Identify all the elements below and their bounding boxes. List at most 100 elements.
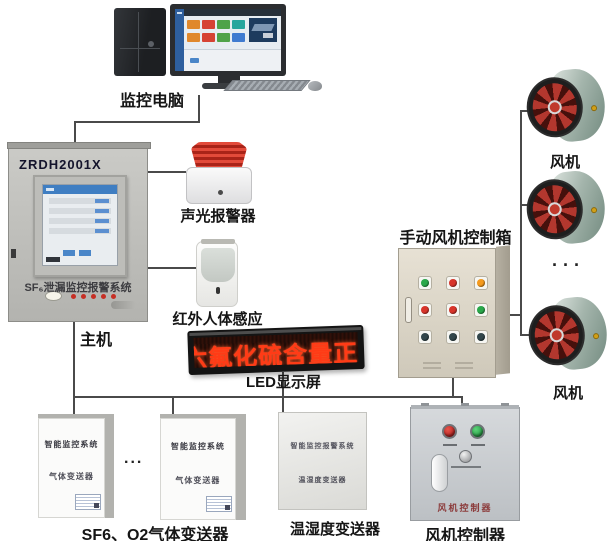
dashboard-sidebar [175,9,184,71]
indicator-light [418,303,432,317]
indicator-light [474,276,488,290]
indicator-light [446,303,460,317]
stop-button [442,424,457,439]
cabinet-system-name: SF₆泄漏监控报警系统 [24,282,132,294]
dashboard-tile [217,20,230,29]
main-unit-cabinet: ZRDH2001X SF₆泄漏监控报警系统 [7,142,151,322]
control-button [474,330,488,344]
cabinet-touchscreen [42,184,118,266]
monitor-screen [175,9,281,71]
transmitters-ellipsis: ... [124,450,144,467]
dashboard-photo [249,18,277,42]
sound-light-alarm [186,142,252,204]
transmitter-box-subtitle: 气体变送器 [175,476,221,485]
fan [523,166,607,256]
mouse [308,81,322,91]
wire-fan-bus [520,110,522,336]
wire-drop-transmitter2 [172,396,174,415]
control-button [418,330,432,344]
fans-ellipsis: ··· [552,255,585,275]
wire-computer-horizontal [74,121,200,123]
wire-to-pir [148,267,196,269]
selector-knob [459,450,472,463]
cabinet-top-cap [7,142,151,149]
start-button [470,424,485,439]
indicator-light [418,276,432,290]
dashboard-tile [217,33,230,42]
dashboard-tile [187,33,200,42]
computer-tower [114,8,166,76]
indicator-light [446,276,460,290]
fan-control-box-door [398,248,496,378]
wire-fan3-stub [520,334,534,336]
fan [525,292,607,382]
wire-ctrlbox-down [452,378,454,398]
humidity-transmitter-box: 智能监控报警系统 温湿度变送器 [278,412,367,510]
door-handle [431,454,448,492]
gas-transmitters-label: SF6、O2气体变送器 [81,527,229,541]
led-text: 六氟化硫含量正 [193,340,359,368]
door-handle [405,297,412,323]
dashboard-tile [232,20,245,29]
keyboard [223,80,311,91]
humidity-box-subtitle: 温湿度变送器 [298,477,347,484]
spec-sticker [74,493,101,510]
fan-control-box-label: 手动风机控制箱 [399,230,512,247]
dashboard-footer [184,49,281,71]
indicator-led [81,294,86,299]
dashboard-header [184,9,281,16]
fan-label: 风机 [549,154,580,171]
alarm-strobe [191,142,247,169]
pir-window [201,248,235,282]
humidity-transmitter-label: 温湿度变送器 [289,521,380,538]
fan-controller-label: 风机控制器 [424,528,505,541]
fan [523,64,607,154]
cabinet-screen-bezel [33,175,127,277]
dashboard-tile [187,20,200,29]
monitor-stand [218,76,240,84]
indicator-led [111,294,116,299]
dashboard-tile [202,20,215,29]
indicator-light [474,303,488,317]
humidity-box-title: 智能监控报警系统 [290,443,355,450]
gas-transmitter-box: 智能监控系统 气体变送器 [160,414,246,520]
indicator-led [91,294,96,299]
transmitter-box-title: 智能监控系统 [170,442,225,451]
transmitter-box-title: 智能监控系统 [44,440,99,449]
wire-bottom-bus [73,396,463,398]
led-matrix: 六氟化硫含量正 [193,332,359,368]
wire-to-cabinet-top [74,121,76,145]
fan-label: 风机 [552,385,583,402]
led-display-label: LED显示屏 [245,374,321,391]
gas-transmitter-box: 智能监控系统 气体变送器 [38,414,114,518]
fan-control-box [398,245,510,378]
main-unit-label: 主机 [80,332,113,349]
control-button [446,330,460,344]
indicator-buzzer [45,291,62,301]
pir-label: 红外人体感应 [172,311,263,328]
transmitter-box-subtitle: 气体变送器 [48,472,94,481]
dashboard-tile [202,33,215,42]
fan-controller-panel-text: 风机控制器 [437,503,493,513]
power-button-icon [148,41,154,47]
spec-sticker [205,495,232,512]
computer-label: 监控电脑 [119,93,184,110]
brand-logo [111,301,135,309]
wire-drop-fan-controller [461,396,463,408]
fan-controller-box: 风机控制器 [410,403,520,521]
wire-ctrlbox-to-fanbus [510,314,522,316]
dashboard-tile [232,33,245,42]
alarm-label: 声光报警器 [180,208,256,225]
wire-mainunit-down [73,322,75,415]
wire-computer-down [198,95,200,122]
wire-led-down [282,372,284,413]
indicator-led [71,294,76,299]
wire-to-alarm [148,171,186,173]
pir-sensor [196,239,238,307]
cabinet-hinge [11,249,16,258]
cabinet-model-text: ZRDH2001X [19,157,102,172]
monitor [170,4,286,76]
alarm-body [186,167,252,204]
led-display: 六氟化硫含量正 [187,324,365,376]
